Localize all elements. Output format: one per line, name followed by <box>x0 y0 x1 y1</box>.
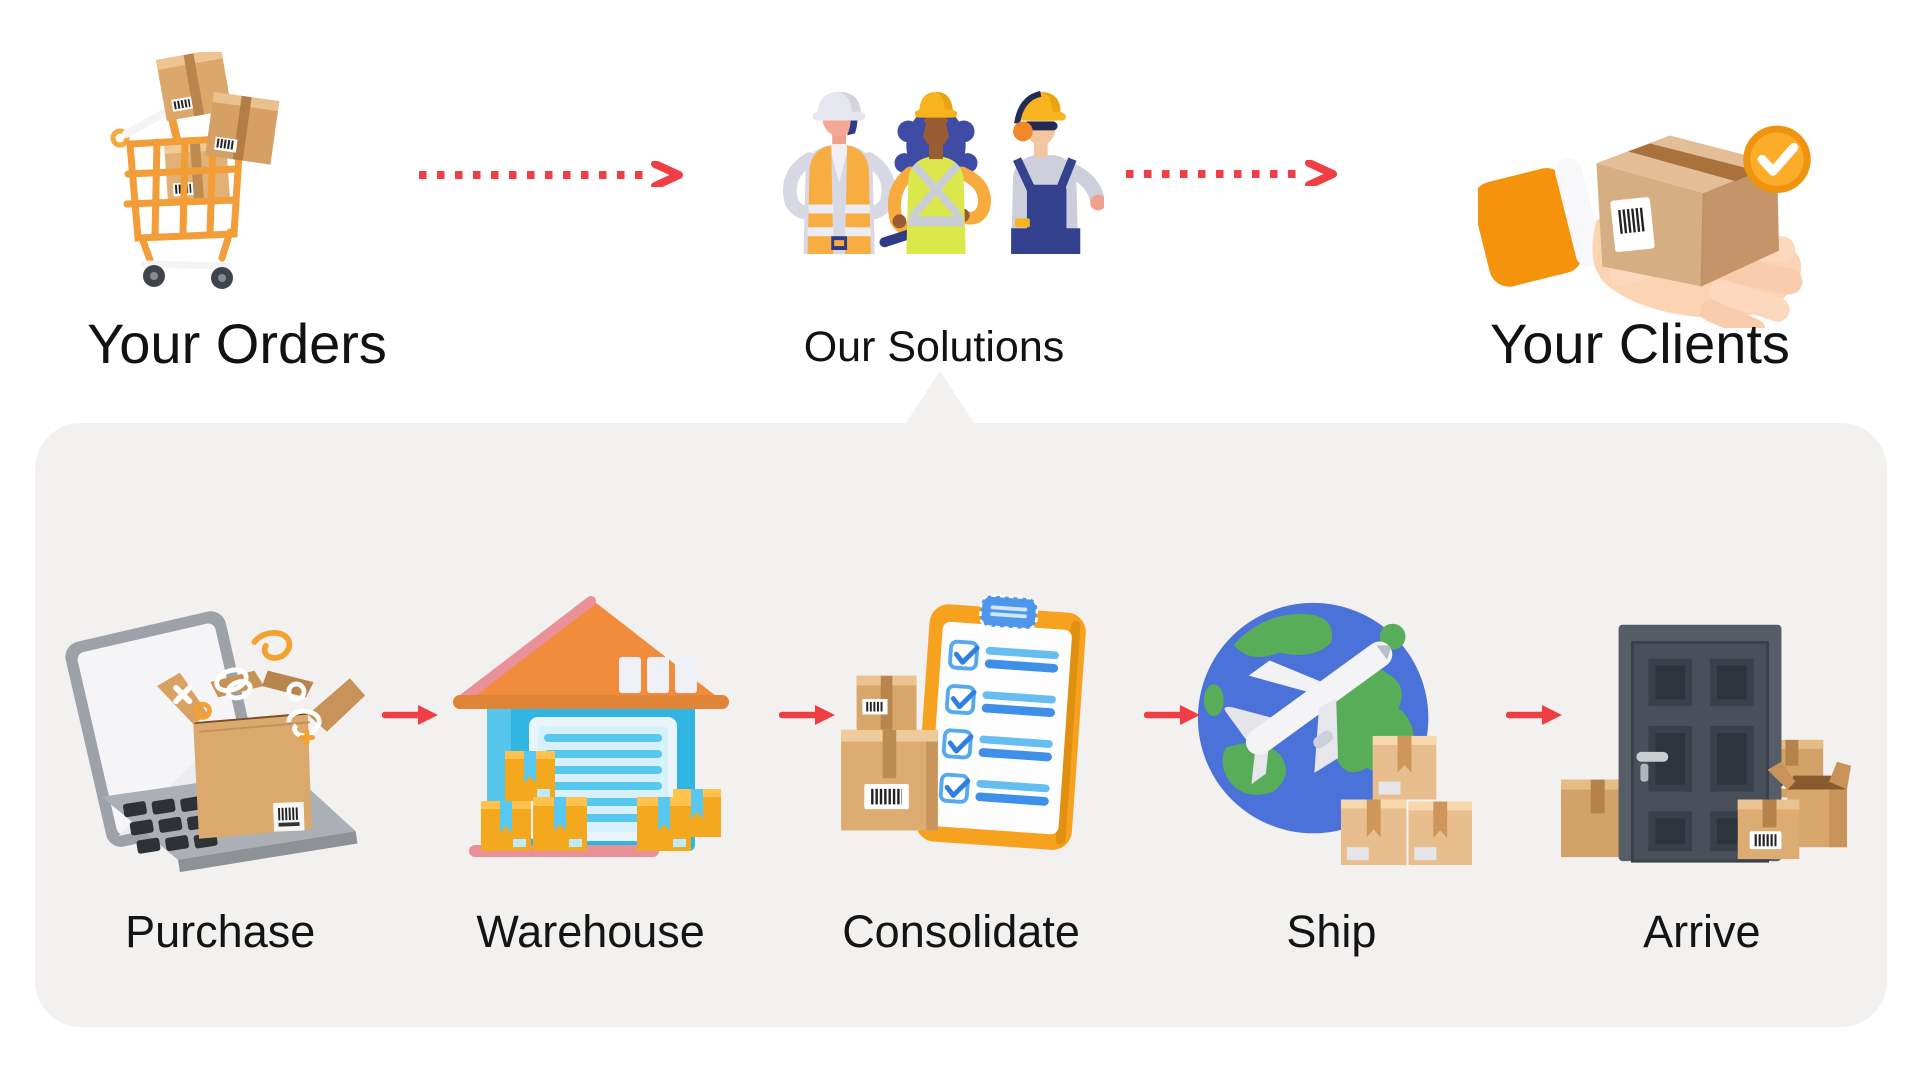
checklist-boxes-icon <box>841 594 1086 850</box>
arrow-consolidate-to-ship <box>1144 705 1200 725</box>
step-purchase: Purchase <box>35 423 405 1027</box>
panel-pointer-triangle <box>906 371 974 423</box>
hand-delivering-box-icon <box>1478 125 1811 328</box>
warehouse-team-icon <box>782 90 1104 254</box>
step-consolidate: Consolidate <box>776 423 1146 1027</box>
purchase-label: Purchase <box>125 906 316 957</box>
clients-label: Your Clients <box>1490 312 1790 375</box>
door-boxes-icon <box>1560 624 1851 863</box>
arrive-label: Arrive <box>1643 906 1761 957</box>
arrow-purchase-to-warehouse <box>382 705 438 725</box>
ship-label: Ship <box>1286 906 1377 957</box>
solutions-process-panel: Purchase <box>35 423 1887 1027</box>
solutions-label: Our Solutions <box>803 323 1065 371</box>
shopping-cart-boxes-icon <box>110 52 280 289</box>
step-warehouse: Warehouse <box>405 423 775 1027</box>
consolidate-label: Consolidate <box>842 906 1080 957</box>
step-ship: Ship <box>1146 423 1516 1027</box>
dotted-arrow-orders-to-solutions <box>419 161 683 187</box>
laptop-open-box-icon <box>65 611 366 873</box>
warehouse-label: Warehouse <box>476 906 705 957</box>
orders-label: Your Orders <box>87 312 387 375</box>
globe-airplane-icon <box>1198 602 1473 866</box>
dotted-arrow-solutions-to-clients <box>1126 160 1337 186</box>
warehouse-building-icon <box>452 596 729 857</box>
step-arrive: Arrive <box>1517 423 1887 1027</box>
arrow-ship-to-arrive <box>1506 705 1562 725</box>
arrow-warehouse-to-consolidate <box>779 705 835 725</box>
